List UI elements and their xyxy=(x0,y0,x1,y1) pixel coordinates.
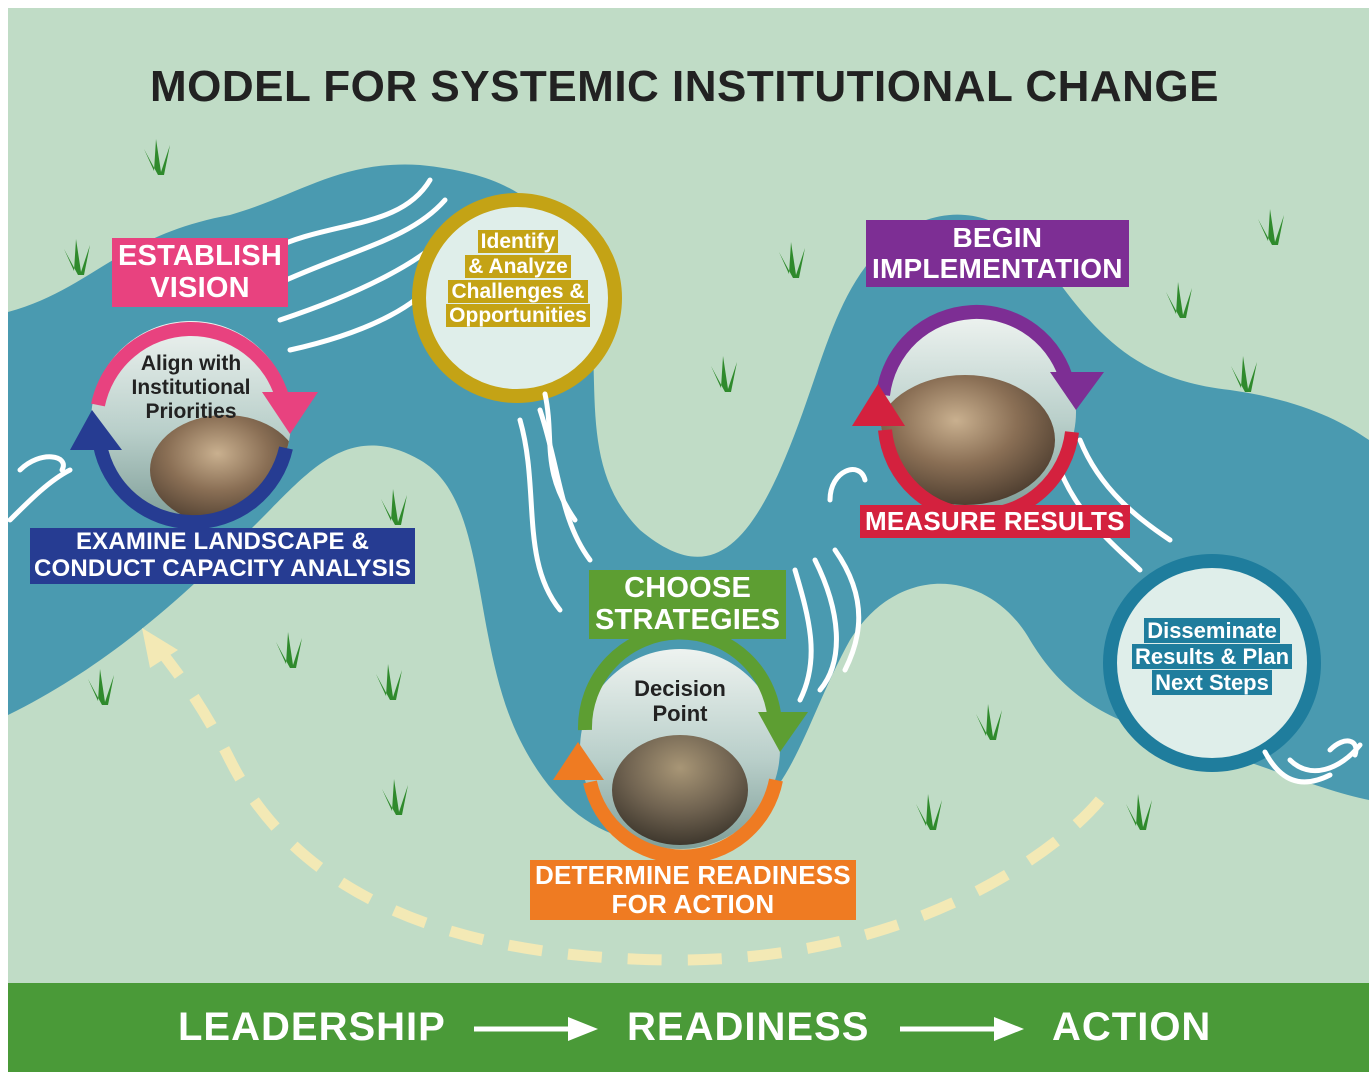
identify-line-2: & Analyze xyxy=(465,254,571,278)
implementation-rock xyxy=(880,375,1055,505)
examine-landscape-line-1: EXAMINE LANDSCAPE & xyxy=(75,528,370,555)
determine-readiness-label: DETERMINE READINESS FOR ACTION xyxy=(530,860,856,921)
grass-tuft-icon xyxy=(64,239,90,275)
grass-tuft-icon xyxy=(276,632,302,668)
begin-implementation-line-1: BEGIN xyxy=(952,222,1043,253)
choose-strategies-label: CHOOSE STRATEGIES xyxy=(589,570,787,639)
grass-tuft-icon xyxy=(1166,282,1192,318)
examine-landscape-label: EXAMINE LANDSCAPE & CONDUCT CAPACITY ANA… xyxy=(30,528,416,584)
determine-readiness-line-2: FOR ACTION xyxy=(611,889,775,920)
vision-navy-arrowhead xyxy=(70,410,122,450)
disseminate-bubble-text: Disseminate Results & Plan Next Steps xyxy=(1122,618,1302,696)
disseminate-line-3: Next Steps xyxy=(1152,669,1272,695)
strategies-rock xyxy=(612,735,748,845)
begin-implementation-label: BEGIN IMPLEMENTATION xyxy=(866,220,1129,287)
grass-tuft-icon xyxy=(382,779,408,815)
strategies-cycle xyxy=(553,625,808,864)
identify-bubble-tail xyxy=(542,391,578,523)
implementation-red-arrowhead xyxy=(852,384,905,426)
establish-vision-line-2: VISION xyxy=(150,272,250,305)
establish-vision-line-1: ESTABLISH xyxy=(118,240,282,272)
vision-inner-line-2: Institutional xyxy=(131,376,251,400)
grass-tuft-icon xyxy=(381,489,407,525)
strategies-orange-arrowhead xyxy=(553,742,604,780)
grass-tuft-icon xyxy=(88,669,114,705)
vision-pink-arrowhead xyxy=(262,392,318,434)
strategies-inner-line-1: Decision xyxy=(634,676,726,701)
footer-bar xyxy=(8,983,1369,1072)
identify-bubble-text: Identify & Analyze Challenges & Opportun… xyxy=(430,230,606,329)
vision-inner-line-3: Priorities xyxy=(145,400,237,424)
grass-tuft-icon xyxy=(1126,794,1152,830)
grass-tuft-icon xyxy=(916,794,942,830)
vision-cycle xyxy=(70,321,318,530)
arrow-right-icon xyxy=(474,1017,598,1041)
disseminate-bubble-tail xyxy=(1262,749,1333,785)
begin-implementation-line-2: IMPLEMENTATION xyxy=(872,253,1123,285)
measure-results-line-1: MEASURE RESULTS xyxy=(865,506,1125,536)
choose-strategies-line-1: CHOOSE xyxy=(624,572,752,604)
implementation-cycle xyxy=(852,304,1104,523)
identify-line-3: Challenges & xyxy=(448,279,588,303)
choose-strategies-line-2: STRATEGIES xyxy=(595,604,781,637)
grass-tuft-icon xyxy=(711,356,737,392)
water-flow-lines xyxy=(7,177,1363,774)
strategies-orange-arrow-arc xyxy=(583,778,783,864)
footer-stage-readiness: READINESS xyxy=(627,1005,870,1049)
grass-tuft-icon xyxy=(976,704,1002,740)
vision-inner-text: Align with Institutional Priorities xyxy=(118,352,264,424)
determine-readiness-line-1: DETERMINE READINESS xyxy=(535,860,851,890)
identify-line-1: Identify xyxy=(477,230,559,253)
disseminate-line-2: Results & Plan xyxy=(1131,643,1293,669)
measure-results-label: MEASURE RESULTS xyxy=(860,505,1130,539)
footer-stage-leadership: LEADERSHIP xyxy=(178,1005,446,1049)
identify-line-4: Opportunities xyxy=(446,304,590,328)
strategies-inner-line-2: Point xyxy=(652,701,708,727)
grass-tuft-icon xyxy=(144,139,170,175)
grass-tuft-icon xyxy=(1258,209,1284,245)
return-path-arrowhead xyxy=(142,628,178,668)
arrow-right-icon xyxy=(900,1017,1024,1041)
disseminate-line-1: Disseminate xyxy=(1144,618,1280,643)
grass-tuft-icon xyxy=(779,242,805,278)
implementation-purple-arrow-arc xyxy=(876,304,1075,396)
implementation-purple-arrowhead xyxy=(1050,372,1104,410)
grass-tuft-icon xyxy=(376,664,402,700)
return-path-dashes xyxy=(155,646,1105,966)
vision-pink-arrow-arc xyxy=(91,322,290,407)
vision-navy-arrow-arc xyxy=(93,443,293,530)
grass-tufts xyxy=(64,139,1284,830)
vision-inner-line-1: Align with xyxy=(140,352,242,375)
strategies-green-arrowhead xyxy=(758,712,808,752)
diagram-title: MODEL FOR SYSTEMIC INSTITUTIONAL CHANGE xyxy=(149,62,1219,111)
examine-landscape-line-2: CONDUCT CAPACITY ANALYSIS xyxy=(34,554,412,582)
strategies-inner-text: Decision Point xyxy=(618,676,742,727)
grass-tuft-icon xyxy=(1231,356,1257,392)
establish-vision-label: ESTABLISH VISION xyxy=(112,238,288,307)
footer-stage-action: ACTION xyxy=(1052,1005,1212,1049)
